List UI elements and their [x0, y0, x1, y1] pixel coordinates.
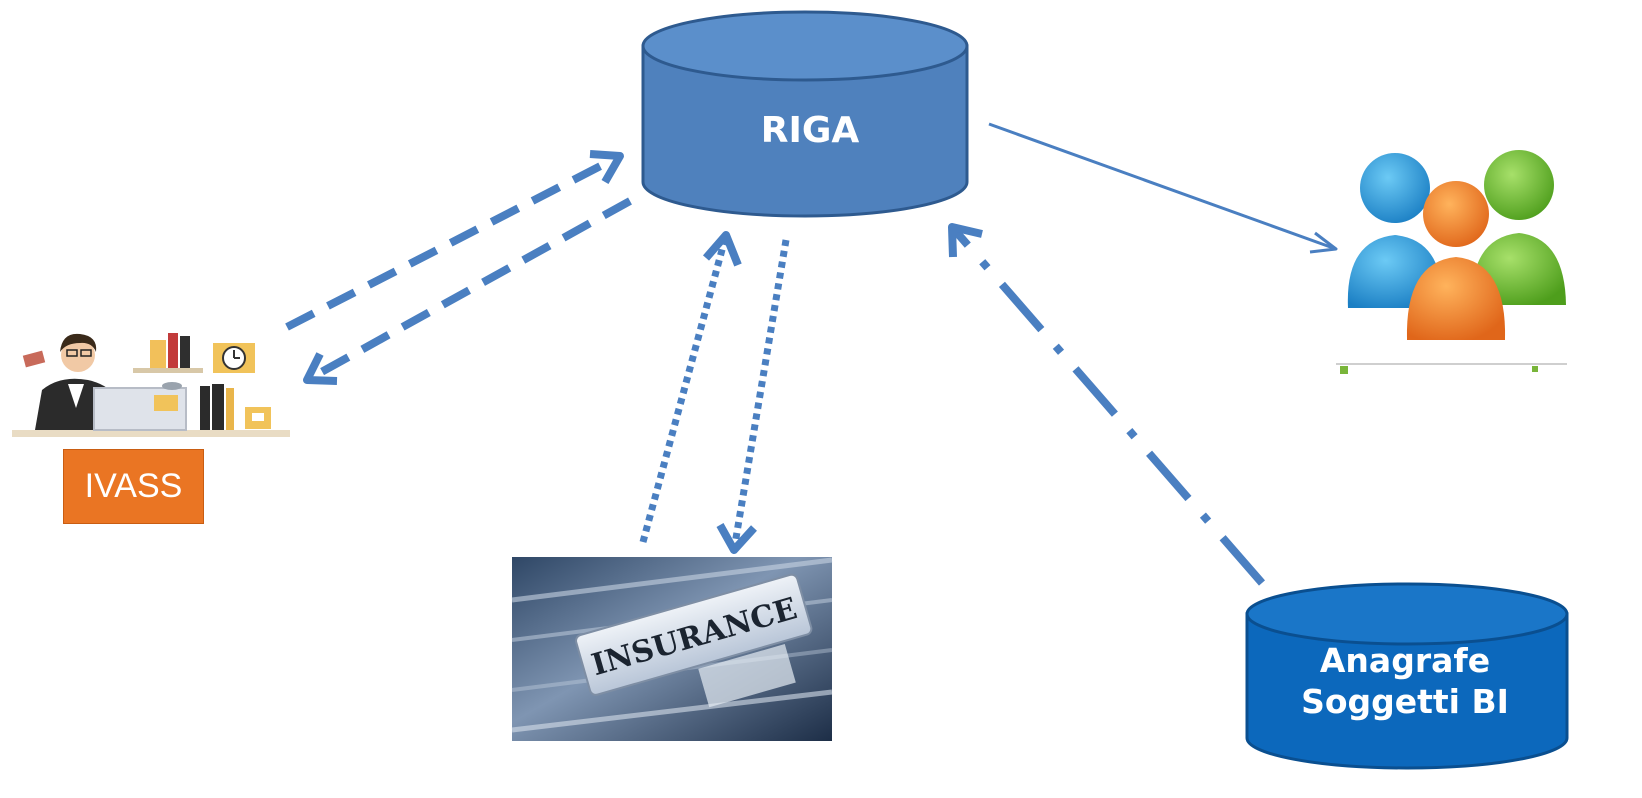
arrow-riga-to-ivass: [303, 197, 632, 385]
arrow-ivass-to-riga: [285, 150, 624, 331]
riga-database-cylinder: [641, 10, 969, 218]
arrow-riga-to-insurance: [716, 239, 790, 554]
anagrafe-database-cylinder: [1245, 582, 1569, 770]
office-worker-illustration: [12, 333, 290, 437]
anagrafe-label-line2: Soggetti BI: [1301, 682, 1509, 722]
connections: [285, 122, 1338, 586]
user-group-icon: [1336, 150, 1567, 374]
arrow-insurance-to-riga: [639, 231, 742, 543]
anagrafe-label-line1: Anagrafe: [1319, 641, 1491, 680]
anagrafe-label: Anagrafe Soggetti BI: [1250, 640, 1560, 723]
ivass-label: IVASS: [63, 449, 204, 524]
arrow-riga-to-users: [988, 122, 1338, 254]
insurance-folder-photo: INSURANCE: [511, 557, 833, 741]
riga-label: RIGA: [760, 110, 860, 151]
arrow-anagrafe-to-riga: [948, 223, 1266, 586]
